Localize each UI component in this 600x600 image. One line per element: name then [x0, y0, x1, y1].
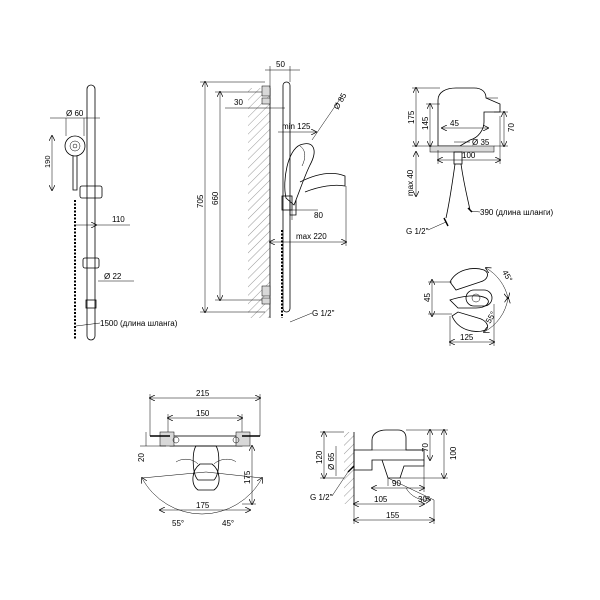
bath-front-a55-label: 55° [172, 519, 184, 528]
wall-d85-label: Ø 85 [332, 91, 349, 111]
bath-front-w150-label: 150 [196, 409, 210, 418]
hand-shower-head [64, 135, 86, 157]
shower-190-label: 190 [43, 155, 52, 168]
bath-side-view: 120 Ø 65 70 100 90 105 30° 155 G 1/2" [310, 430, 458, 524]
basin-h175-label: 175 [407, 110, 416, 124]
shower-d60-label: Ø 60 [66, 109, 84, 118]
bath-front-a45-label: 45° [222, 519, 234, 528]
wall-g12-label: G 1/2" [312, 309, 335, 318]
bath-side-h70-label: 70 [421, 443, 430, 452]
basin-hose-label: 390 (длина шланги) [480, 208, 553, 217]
basin-h70-label: 70 [507, 123, 516, 132]
bath-side-w105-label: 105 [374, 495, 388, 504]
wall-w30-label: 30 [234, 98, 243, 107]
wall-h705-label: 705 [196, 194, 205, 208]
basin-top-w125-label: 125 [460, 333, 474, 342]
bath-side-a30-label: 30° [418, 495, 430, 504]
bath-side-w90-label: 90 [392, 479, 401, 488]
basin-max40-label: max 40 [406, 169, 415, 196]
shower-d22-label: Ø 22 [104, 272, 122, 281]
shower-set-view: Ø 60 190 110 Ø 22 1500 (длина шланга) [43, 84, 178, 341]
bath-front-view: 215 150 20 175 175 55° 45° [137, 389, 262, 528]
bath-side-d65-label: Ø 65 [327, 452, 336, 470]
bath-front-w215-label: 215 [196, 389, 210, 398]
bath-side-h100-label: 100 [449, 446, 458, 460]
wall-h660-label: 660 [211, 191, 220, 205]
basin-h145-label: 145 [421, 116, 430, 130]
shower-hose-label: 1500 (длина шланга) [100, 319, 178, 328]
basin-d35-label: Ø 35 [472, 138, 490, 147]
basin-mixer-body [437, 87, 501, 147]
bath-side-w155-label: 155 [386, 511, 400, 520]
bath-front-h175-label: 175 [243, 470, 252, 484]
basin-w100-label: 100 [462, 151, 476, 160]
basin-top-a55-label: 55° [484, 310, 498, 325]
bath-side-h120-label: 120 [315, 450, 324, 464]
bath-side-g12-label: G 1/2" [310, 493, 333, 502]
basin-mixer-view: 175 145 45 70 Ø 35 100 max 40 390 (длина… [406, 88, 553, 236]
wall-shower-head [284, 143, 315, 206]
wall-hatch [248, 88, 270, 318]
shower-rail [86, 84, 96, 341]
wall-max220-label: max 220 [296, 232, 327, 241]
bath-front-h20-label: 20 [137, 453, 146, 462]
shower-110-label: 110 [112, 215, 125, 224]
wall-view: 50 30 705 660 Ø 85 min 125 80 max 220 G … [196, 60, 349, 323]
bath-front-body [169, 435, 243, 447]
basin-w45-label: 45 [450, 119, 459, 128]
basin-top-view: 45° 55° 45 125 [423, 268, 514, 346]
wall-w80-label: 80 [314, 211, 323, 220]
basin-g12-label: G 1/2" [406, 227, 429, 236]
wall-min125-label: min 125 [282, 122, 311, 131]
basin-top-a45-label: 45° [500, 269, 514, 284]
wall-w50-label: 50 [276, 60, 285, 69]
bath-front-w175-label: 175 [196, 501, 210, 510]
basin-top-h45-label: 45 [423, 293, 432, 302]
